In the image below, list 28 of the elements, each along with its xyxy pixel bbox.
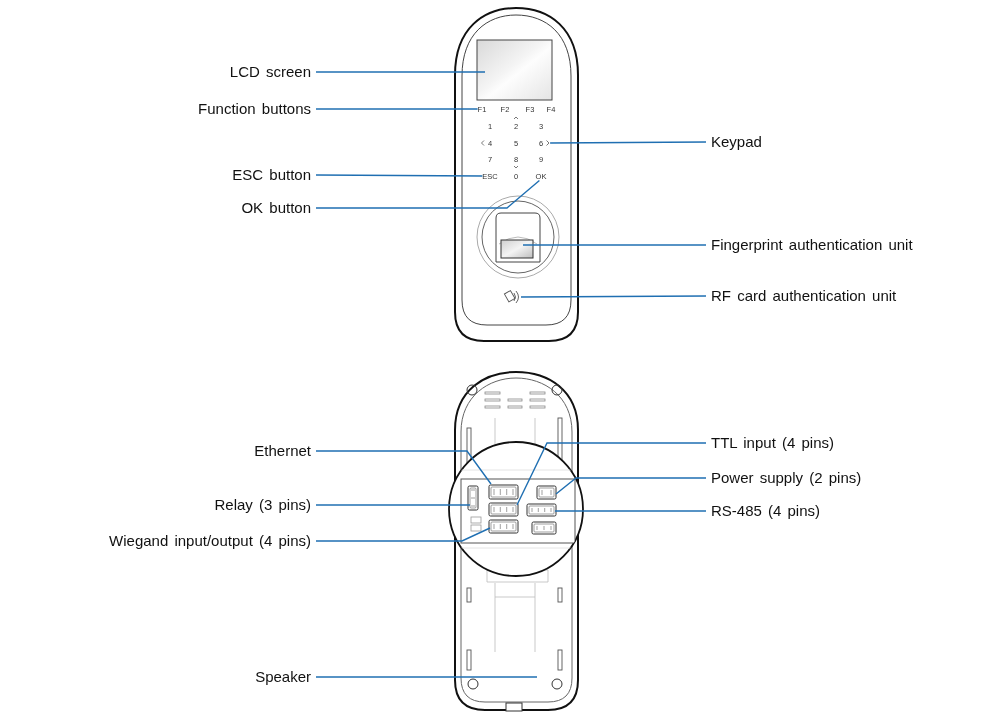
callout-label: Speaker — [250, 668, 316, 686]
leader-line — [315, 174, 483, 177]
leader-line — [315, 179, 541, 209]
leader-line — [315, 527, 491, 542]
callout-label: Keypad — [706, 133, 767, 151]
callout-label: RF card authentication unit — [706, 287, 902, 305]
callout-label: TTL input (4 pins) — [706, 434, 839, 452]
callout-label: ESC button — [227, 166, 316, 184]
leader-line — [522, 244, 707, 246]
leader-line — [549, 141, 707, 144]
leader-line — [555, 477, 707, 495]
callout-label: Power supply (2 pins) — [706, 469, 867, 487]
leader-line — [315, 108, 479, 110]
callout-label: Wiegand input/output (4 pins) — [104, 532, 316, 550]
callout-label: Ethernet — [249, 442, 316, 460]
callout-label: LCD screen — [224, 63, 316, 81]
leader-line — [554, 510, 707, 512]
leader-line — [520, 295, 707, 298]
leader-line — [516, 442, 707, 506]
callout-label: Relay (3 pins) — [209, 496, 316, 514]
callout-label: Function buttons — [193, 100, 316, 118]
callout-label: RS-485 (4 pins) — [706, 502, 826, 520]
callout-label: OK button — [236, 199, 316, 217]
leader-line — [315, 504, 471, 506]
leader-line — [315, 676, 538, 678]
callout-label: Fingerprint authentication unit — [706, 236, 918, 254]
leader-line — [315, 450, 492, 485]
leader-line — [315, 71, 486, 73]
